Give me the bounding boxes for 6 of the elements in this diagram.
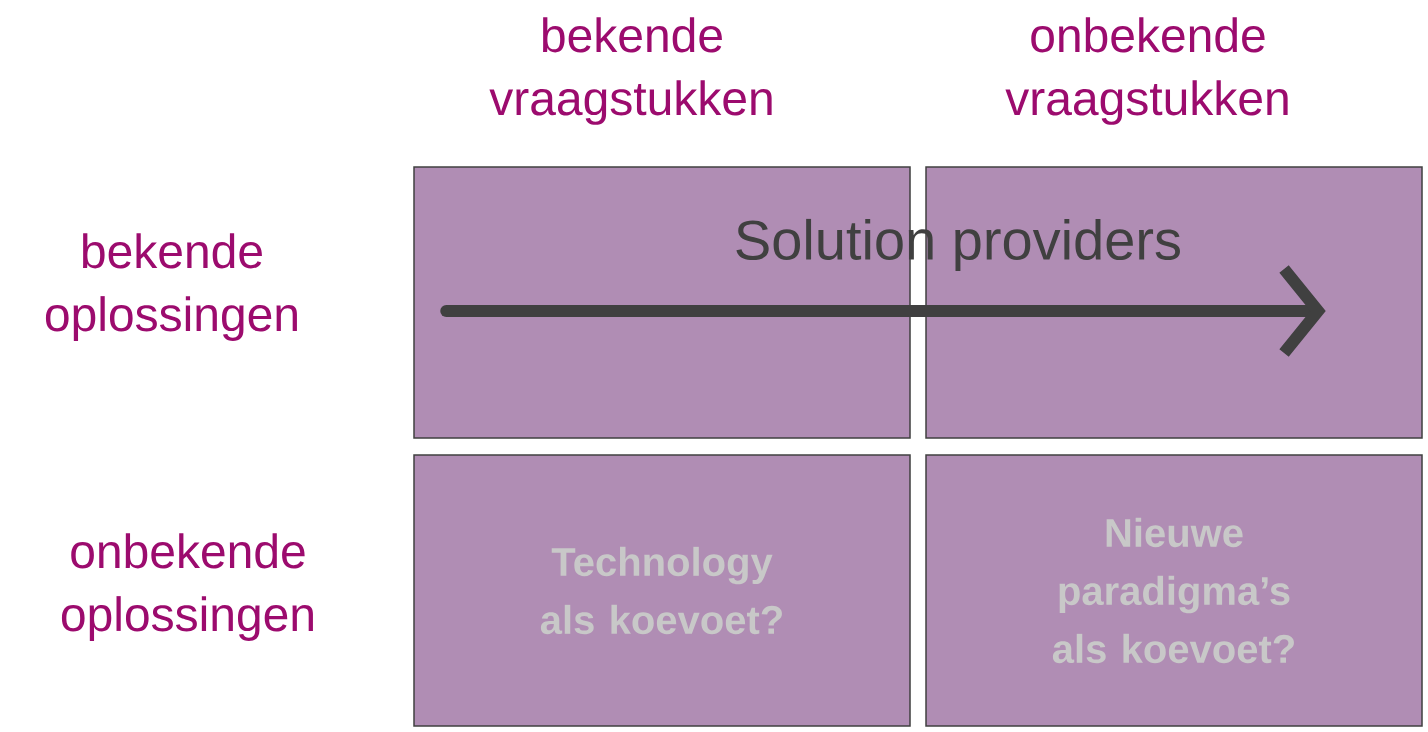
header-label: bekende oplossingen	[45, 233, 297, 341]
quadrant-box: Technology als koevoet?	[413, 454, 911, 727]
header-label: onbekende vraagstukken	[1005, 17, 1288, 125]
arrow	[440, 265, 1326, 357]
quadrant-box: Nieuwe paradigma’s als koevoet?	[925, 454, 1423, 727]
header-label: onbekende oplossingen	[61, 533, 313, 641]
